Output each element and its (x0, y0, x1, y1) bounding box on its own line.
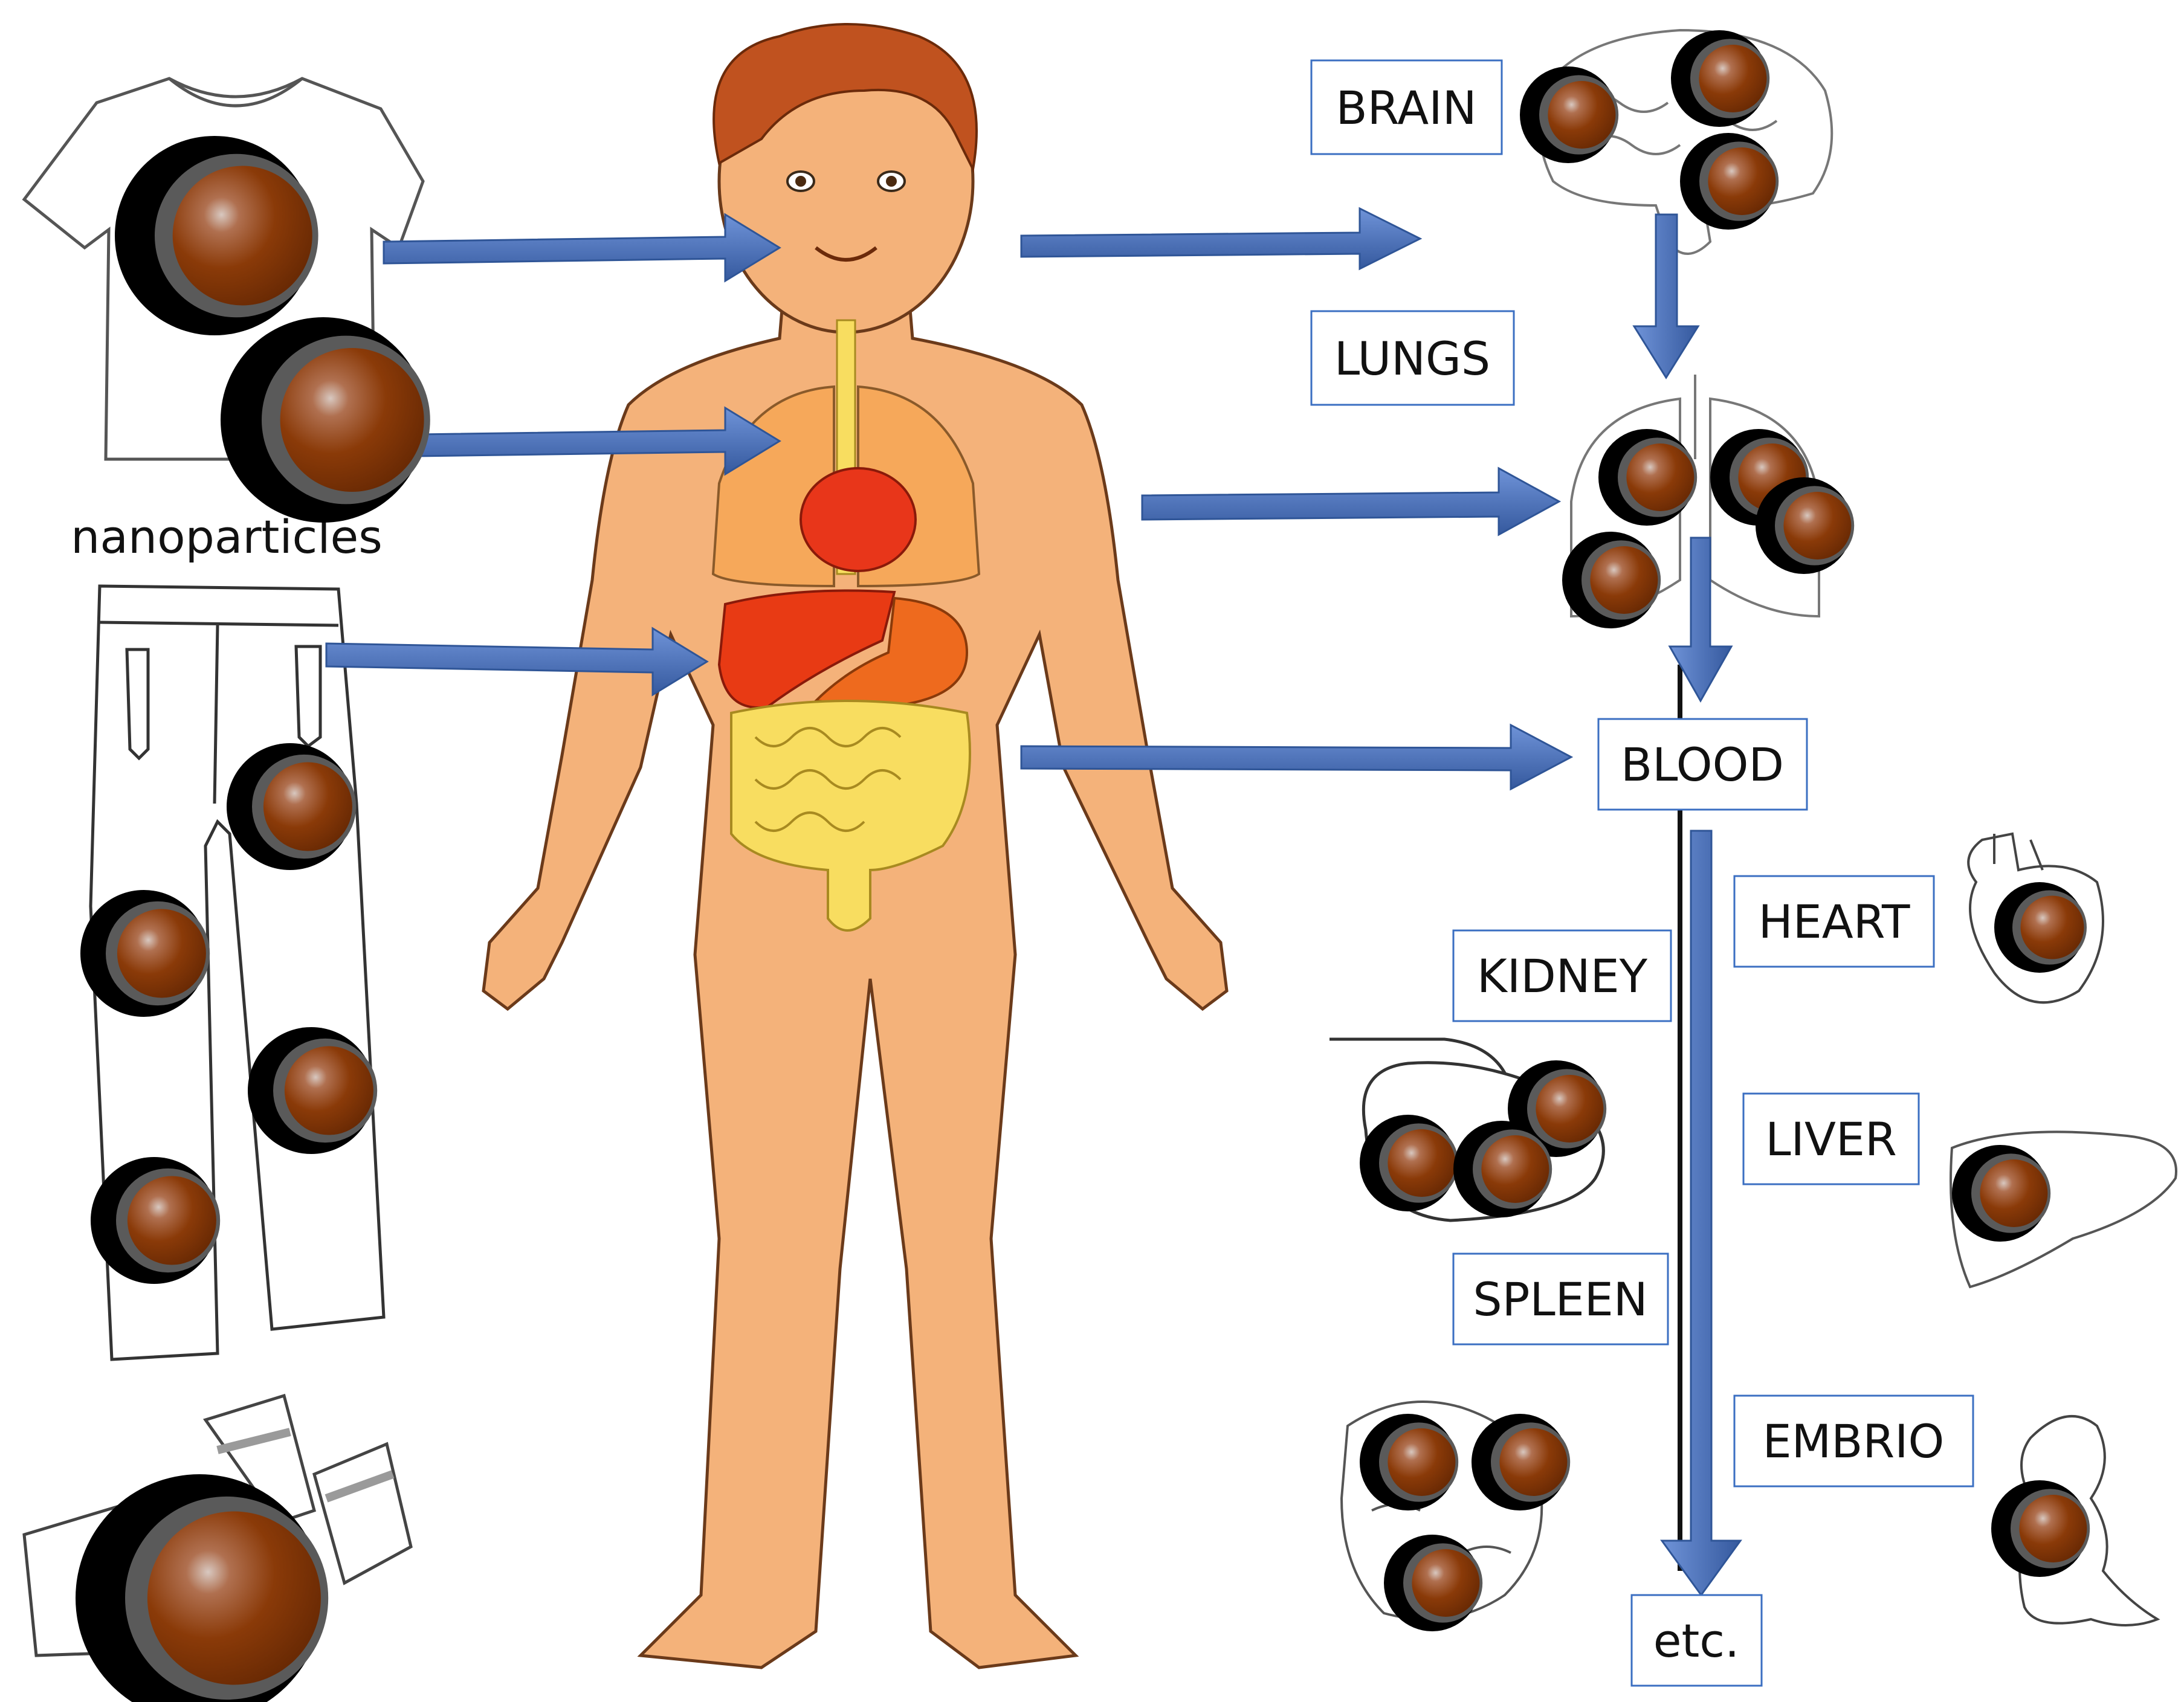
nanoparticle-lungs-10 (1598, 429, 1698, 526)
nanoparticle-core (1388, 1428, 1456, 1496)
nanoparticle-brain-9 (1680, 133, 1779, 230)
label-liver: LIVER (1742, 1092, 1920, 1185)
arrow-blood-to-etc (1660, 830, 1742, 1597)
nanoparticle-core (1708, 147, 1776, 215)
nanoparticle-core (127, 1176, 216, 1265)
arrow-intestines-to-blood (1020, 723, 1574, 791)
arrow-clothing-to-liver (325, 627, 709, 697)
organ-labels: BRAIN LUNGS BLOOD HEART KIDNEY LIVER SPL… (1310, 59, 1974, 1687)
label-blood-text: BLOOD (1621, 738, 1784, 791)
hair (712, 23, 978, 173)
nanoparticle-core (1590, 546, 1658, 614)
nanoparticle-liver-18 (1952, 1145, 2051, 1242)
liver-organ (717, 589, 896, 709)
label-embrio: EMBRIO (1733, 1394, 1974, 1488)
arrow-clothing-to-lungs (373, 406, 781, 476)
nanoparticle-core (172, 166, 312, 306)
label-heart-text: HEART (1759, 895, 1910, 949)
nanoparticle-core (280, 348, 424, 492)
label-spleen: SPLEEN (1452, 1252, 1669, 1346)
nanoparticles-group (76, 30, 2090, 1702)
nanoparticle-spleen-20 (1472, 1414, 1571, 1510)
nanoparticle-core (1412, 1549, 1480, 1617)
nanoparticle-trousers-3 (80, 890, 210, 1017)
nanoparticle-core (284, 1046, 373, 1135)
label-kidney-text: KIDNEY (1477, 949, 1648, 1003)
nanoparticle-spleen-21 (1384, 1535, 1483, 1631)
nanoparticle-core (2020, 895, 2084, 959)
label-blood: BLOOD (1597, 718, 1808, 811)
label-spleen-text: SPLEEN (1473, 1272, 1647, 1326)
nanoparticle-core (1626, 443, 1695, 511)
nanoparticle-brain-8 (1671, 30, 1770, 127)
vertical-flow-arrows (1632, 213, 1742, 1597)
nanoparticle-socks-6 (76, 1474, 329, 1702)
child-body-figure (482, 23, 1229, 1669)
label-brain-text: BRAIN (1336, 81, 1476, 135)
nanoparticle-core (263, 762, 352, 851)
label-heart: HEART (1733, 875, 1935, 968)
nanoparticle-core (1980, 1159, 2048, 1227)
nanoparticle-core (2019, 1495, 2087, 1562)
flow-arrows (325, 207, 1574, 791)
nanoparticle-core (117, 909, 206, 998)
arrow-lungs-to-blood (1668, 537, 1733, 703)
heart-organ (800, 467, 917, 572)
nanoparticle-embryo-22 (1991, 1480, 2090, 1577)
body-silhouette (482, 264, 1229, 1669)
nanoparticle-lungs-12 (1756, 477, 1855, 574)
arrow-clothing-to-face (383, 213, 781, 283)
arrow-face-to-brain (1020, 207, 1423, 271)
nanoparticle-heart-14 (1994, 882, 2087, 973)
nanoparticle-trousers-4 (248, 1027, 378, 1154)
label-etc: etc. (1630, 1594, 1763, 1687)
nanoparticle-kidney-16 (1360, 1115, 1459, 1211)
nanoparticle-core (1783, 492, 1852, 559)
intestines-organ (730, 700, 971, 932)
nanoparticle-core (1499, 1428, 1568, 1496)
label-liver-text: LIVER (1765, 1112, 1897, 1166)
label-lungs: LUNGS (1310, 310, 1515, 406)
label-kidney: KIDNEY (1452, 929, 1672, 1022)
nanoparticle-lungs-13 (1562, 532, 1661, 628)
arrow-lungs-to-lungs (1141, 466, 1562, 537)
nanoparticle-core (1481, 1135, 1549, 1203)
nanoparticle-trousers-5 (91, 1157, 221, 1284)
nanoparticle-core (1388, 1129, 1456, 1197)
stomach-organ (813, 596, 969, 709)
nanoparticle-trousers-2 (227, 743, 357, 870)
nanoparticle-shirt-0 (115, 136, 318, 335)
nanoparticle-core (1536, 1075, 1604, 1143)
nanoparticle-core (147, 1511, 321, 1685)
label-embrio-text: EMBRIO (1763, 1414, 1945, 1468)
label-brain: BRAIN (1310, 59, 1503, 155)
nanoparticle-kidney-17 (1453, 1121, 1552, 1217)
label-lungs-text: LUNGS (1334, 332, 1490, 385)
nanoparticle-brain-7 (1520, 66, 1619, 163)
nanoparticle-spleen-19 (1360, 1414, 1459, 1510)
mouth (815, 246, 877, 262)
nanoparticle-core (1548, 81, 1616, 149)
nanoparticle-shirt-1 (221, 317, 430, 523)
nanoparticle-core (1699, 45, 1767, 112)
arrow-brain-to-lungs (1632, 213, 1700, 379)
label-etc-text: etc. (1653, 1614, 1740, 1668)
